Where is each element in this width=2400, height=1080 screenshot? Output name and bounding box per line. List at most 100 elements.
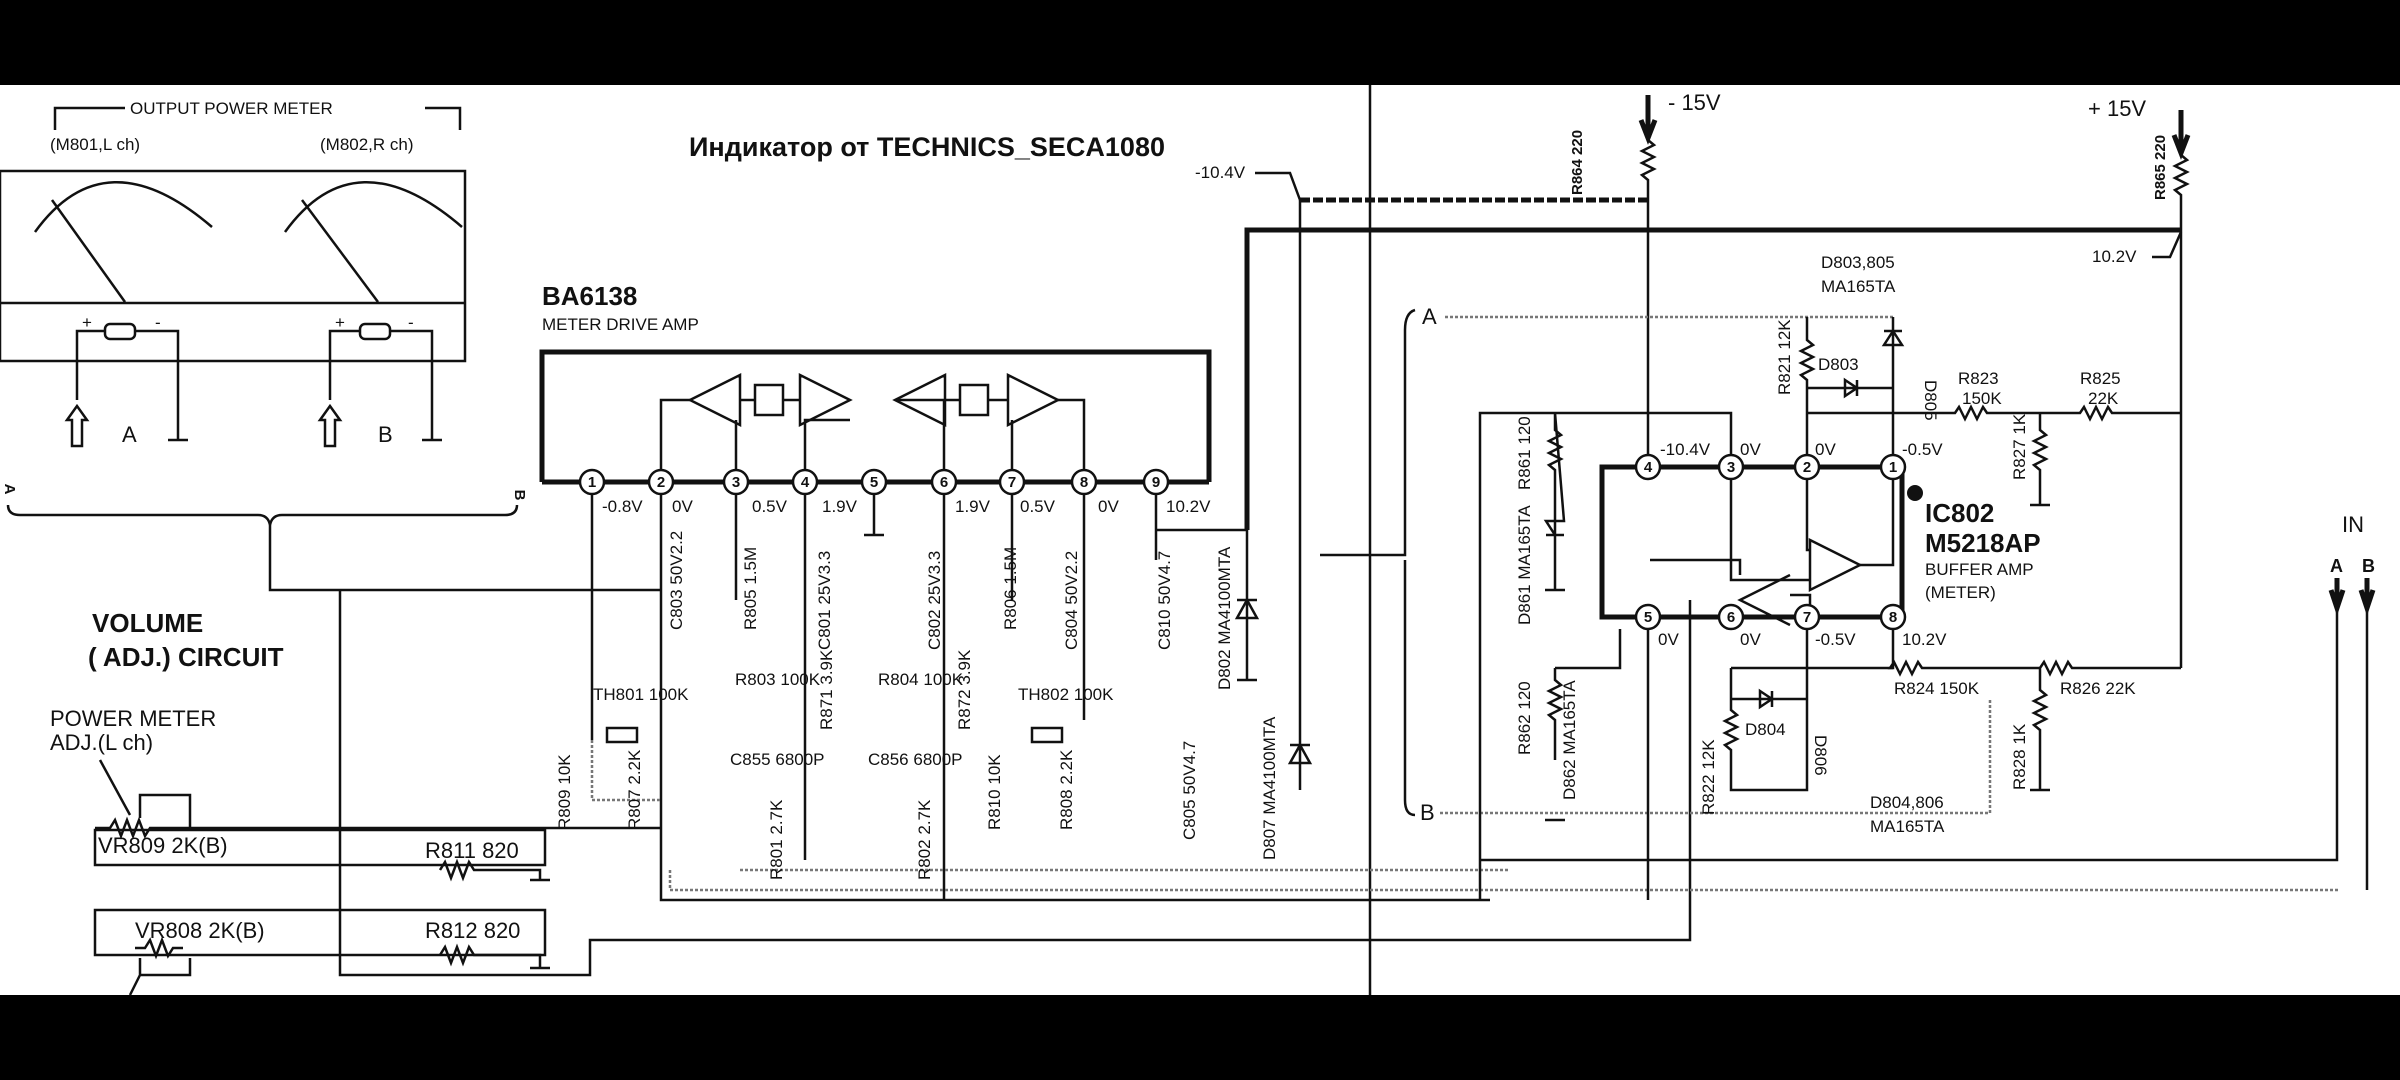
power-meter-label: POWER METER xyxy=(50,706,216,731)
r825-label: R825 xyxy=(2080,369,2121,388)
pin-3: 3 xyxy=(732,474,740,491)
power-meter-adj-label: ADJ.(L ch) xyxy=(50,730,153,755)
r865-label: R865 220 xyxy=(2152,135,2169,200)
r861-d861 xyxy=(1478,411,1733,900)
pointer-line xyxy=(2152,231,2183,259)
pin-1: 1 xyxy=(588,474,596,491)
vr809-potentiometer xyxy=(95,793,192,840)
r808-label: R808 2.2K xyxy=(1057,749,1076,830)
pin-5: 5 xyxy=(870,474,878,491)
meter-leads-left xyxy=(75,329,188,442)
wire xyxy=(268,525,662,592)
thermistor-th801 xyxy=(605,726,639,744)
pin-1: 1 xyxy=(1889,459,1897,476)
r871-label: R871 3.9K xyxy=(817,649,836,730)
c801-label: C801 25V3.3 xyxy=(815,551,834,650)
pin-voltage: 1.9V xyxy=(955,497,991,516)
paper xyxy=(0,85,2400,995)
meter-header-bracket xyxy=(53,106,462,130)
pin-voltage: 0.5V xyxy=(752,497,788,516)
input-a-label: A xyxy=(2330,556,2343,576)
volume-subtitle: ( ADJ.) CIRCUIT xyxy=(88,642,284,672)
pin-voltage: 1.9V xyxy=(822,497,858,516)
pin-voltage: 0.5V xyxy=(1020,497,1056,516)
input-label: IN xyxy=(2342,512,2364,537)
r822-label: R822 12K xyxy=(1699,739,1718,815)
minus-sign: - xyxy=(155,313,161,332)
ic801-pins: 1 2 3 4 5 6 7 8 9 xyxy=(578,468,1170,496)
ma165ta-label: MA165TA xyxy=(1821,277,1896,296)
needle-right xyxy=(300,199,380,303)
r862-d862 xyxy=(1545,629,1650,900)
r802-label: R802 2.7K xyxy=(915,799,934,880)
volume-title: VOLUME xyxy=(92,608,203,638)
brace-label-a: A xyxy=(1,484,18,495)
pin-voltage: 0V xyxy=(1815,440,1836,459)
meter-leads-right xyxy=(328,329,442,442)
pin-voltage: 0V xyxy=(1098,497,1119,516)
ic802-desc: BUFFER AMP xyxy=(1925,560,2034,579)
r807-label: R807 2.2K xyxy=(625,749,644,830)
internal-wires xyxy=(659,398,1086,482)
pin-voltage: 0V xyxy=(1740,440,1761,459)
ic802-name: IC802 xyxy=(1925,498,1994,528)
meter-right-label: (M802,R ch) xyxy=(320,135,414,154)
pin-voltage: 0V xyxy=(1740,630,1761,649)
pos-rail xyxy=(1244,227,2181,530)
ma165ta-label-2: MA165TA xyxy=(1870,817,1945,836)
meter-panel xyxy=(0,169,467,363)
pointer-line xyxy=(98,759,132,816)
volume-adj-circuit: A B VOLUME ( ADJ.) CIRCUIT POWER METER A… xyxy=(1,484,1692,996)
pin1-marker xyxy=(1907,485,1923,501)
vr808-frame xyxy=(93,908,547,957)
input-arrow-icon xyxy=(64,403,90,448)
d805-label: D805 xyxy=(1921,380,1940,421)
r811-wire xyxy=(190,826,660,882)
neg-15v-label: - 15V xyxy=(1668,90,1721,115)
pin-5: 5 xyxy=(1644,609,1652,626)
d804-label: D804 xyxy=(1745,720,1786,739)
diode-d802 xyxy=(1234,597,1260,620)
r823-label: R823 xyxy=(1958,369,1999,388)
r810-label: R810 10K xyxy=(985,754,1004,830)
d862-label: D862 MA165TA xyxy=(1560,680,1579,800)
pin-voltage: -10.4V xyxy=(1660,440,1711,459)
meter-scale-left xyxy=(33,181,213,233)
input-wires xyxy=(1480,608,2369,890)
r861-label: R861 120 xyxy=(1515,416,1534,490)
input-arrow-icon xyxy=(317,403,343,448)
needle-left xyxy=(50,199,127,303)
plus-sign: + xyxy=(82,313,92,332)
ic801-name: BA6138 xyxy=(542,281,637,311)
pin-7: 7 xyxy=(1803,609,1811,626)
c805-label: C805 50V4.7 xyxy=(1180,741,1199,840)
r821-label: R821 12K xyxy=(1775,319,1794,395)
right-components: A B D803,805 MA165TA R821 12K D803 D805 … xyxy=(1320,253,2181,900)
meter-header: OUTPUT POWER METER xyxy=(130,99,333,118)
diode-d807 xyxy=(1287,200,1313,790)
pin-9: 9 xyxy=(1152,474,1160,491)
r865-resistor xyxy=(2172,154,2190,668)
output-power-meter: OUTPUT POWER METER (M801,L ch) (M802,R c… xyxy=(0,99,467,448)
r826-label: R826 22K xyxy=(2060,679,2136,698)
r872-label: R872 3.9K xyxy=(955,649,974,730)
c802-label: C802 25V3.3 xyxy=(925,551,944,650)
input-connector[interactable]: IN A B xyxy=(1480,512,2376,890)
thermistor-th802 xyxy=(1030,726,1064,744)
plus-sign: + xyxy=(335,313,345,332)
d802-label: D802 MA4100MTA xyxy=(1215,546,1234,690)
r864-resistor xyxy=(1639,139,1657,467)
r864-label: R864 220 xyxy=(1569,130,1586,195)
c856-label: C856 6800P xyxy=(868,750,963,769)
meter-input-b: B xyxy=(378,422,393,447)
d803-d805-network xyxy=(1798,317,1905,455)
op-amp-triangles xyxy=(1737,537,1863,627)
d807-label: D807 MA4100MTA xyxy=(1260,716,1279,860)
vr808-potentiometer xyxy=(128,936,550,996)
meter-input-a: A xyxy=(122,422,137,447)
vr809-label: VR809 2K(B) xyxy=(98,833,228,858)
r824-label: R824 150K xyxy=(1894,679,1980,698)
pos-15v-label: + 15V xyxy=(2088,96,2146,121)
th802-label: TH802 100K xyxy=(1018,685,1114,704)
